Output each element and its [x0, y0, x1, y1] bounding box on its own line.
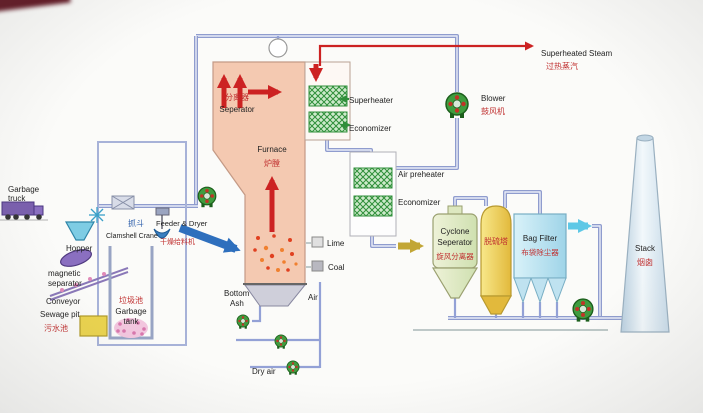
garbage-tank-label-cn: 垃圾池 — [119, 295, 143, 305]
cyclone-label-cn: 旋风分离器 — [436, 251, 474, 261]
magnetic-separator-label-2: separator — [48, 279, 82, 288]
bag-filter-label-cn: 布袋除尘器 — [521, 247, 559, 257]
blower-label: Blower — [481, 94, 506, 103]
lime-label: Lime — [327, 239, 345, 248]
burning-particles — [253, 234, 298, 272]
garbage-truck-label-1: Garbage — [8, 185, 40, 194]
sewage-pit-label: Sewage pit — [40, 310, 80, 319]
sewage-pit-icon — [79, 315, 108, 337]
hopper-label: Hopper — [66, 244, 93, 253]
economizer-upper-bank — [308, 111, 348, 133]
cyclone-label-1: Cyclone — [441, 227, 470, 236]
magnetic-separator-icon — [60, 249, 92, 267]
superheated-steam-label-cn: 过热蒸汽 — [546, 61, 578, 71]
bottom-ash-hopper — [244, 284, 307, 307]
coal-label: Coal — [328, 263, 345, 272]
bunker-building — [97, 141, 187, 346]
furnace-boiler — [212, 38, 397, 307]
blower-fan-icon — [445, 92, 469, 119]
conveyor-label: Conveyor — [46, 297, 81, 306]
conveyor-icon — [49, 267, 129, 301]
feeder-dryer-label: Feeder & Dryer — [156, 219, 208, 228]
lime-feeder-box — [311, 236, 324, 248]
cyclone-separator — [431, 205, 479, 299]
secondary-fan-icon — [197, 186, 217, 208]
backpass-duct-lower — [349, 151, 397, 237]
cyclone-label-2: Seperator — [437, 238, 472, 247]
air-preheater-bank — [353, 167, 393, 189]
dry-air-pump-icon — [286, 360, 300, 376]
separator-label: Seperator — [219, 105, 254, 114]
economizer-lower-bank — [353, 195, 393, 217]
stack — [620, 134, 670, 333]
garbage-truck-label-2: truck — [8, 194, 26, 203]
magnetic-separator-label-1: magnetic — [48, 269, 80, 278]
clamshell-label-cn: 抓斗 — [128, 218, 144, 228]
garbage-tank-label-2: tank — [123, 317, 139, 326]
air-preheater-label: Air preheater — [398, 170, 445, 179]
feeder-dryer-label-cn: 干燥给料机 — [160, 237, 195, 246]
bag-filter — [513, 213, 567, 304]
clamshell-label: Clamshell Crane — [106, 233, 158, 240]
dry-air-label: Dry air — [252, 367, 276, 376]
air-pump-icon — [274, 334, 288, 350]
hopper-icon — [64, 221, 96, 241]
bottom-ash-label-2: Ash — [230, 299, 244, 308]
scrubber-tower — [479, 205, 513, 315]
stack-label-cn: 烟囱 — [637, 257, 653, 267]
furnace-label-cn: 炉膛 — [264, 158, 280, 168]
economizer-lower-label: Economizer — [398, 198, 441, 207]
furnace-label: Furnace — [257, 145, 287, 154]
superheater-label: Superheater — [349, 96, 393, 105]
blower-label-cn: 鼓风机 — [481, 106, 505, 116]
garbage-tank — [108, 246, 154, 340]
superheater-bank — [308, 85, 348, 107]
bottom-ash-label-1: Bottom — [224, 289, 250, 298]
feeder-arrow — [178, 224, 241, 253]
bag-filter-label: Bag Filter — [523, 234, 558, 243]
garbage-truck-icon — [0, 201, 48, 221]
ash-pump-icon — [236, 314, 250, 330]
sewage-pit-label-cn: 污水池 — [44, 323, 68, 333]
garbage-tank-label-1: Garbage — [115, 307, 147, 316]
economizer-upper-label: Economizer — [349, 124, 392, 133]
air-label: Air — [308, 293, 318, 302]
stack-label: Stack — [635, 244, 656, 253]
tower-label-cn: 脱硫塔 — [484, 236, 508, 246]
separator-label-cn: 分离器 — [225, 92, 249, 102]
coal-feeder-box — [311, 260, 324, 272]
steam-drum — [268, 38, 288, 58]
clamshell-crane — [153, 207, 171, 239]
sparkle-icon — [89, 207, 105, 223]
superheated-steam-line — [318, 41, 534, 66]
clamshell-bucket-icon — [153, 228, 171, 239]
superheated-steam-label: Superheated Steam — [541, 49, 612, 58]
